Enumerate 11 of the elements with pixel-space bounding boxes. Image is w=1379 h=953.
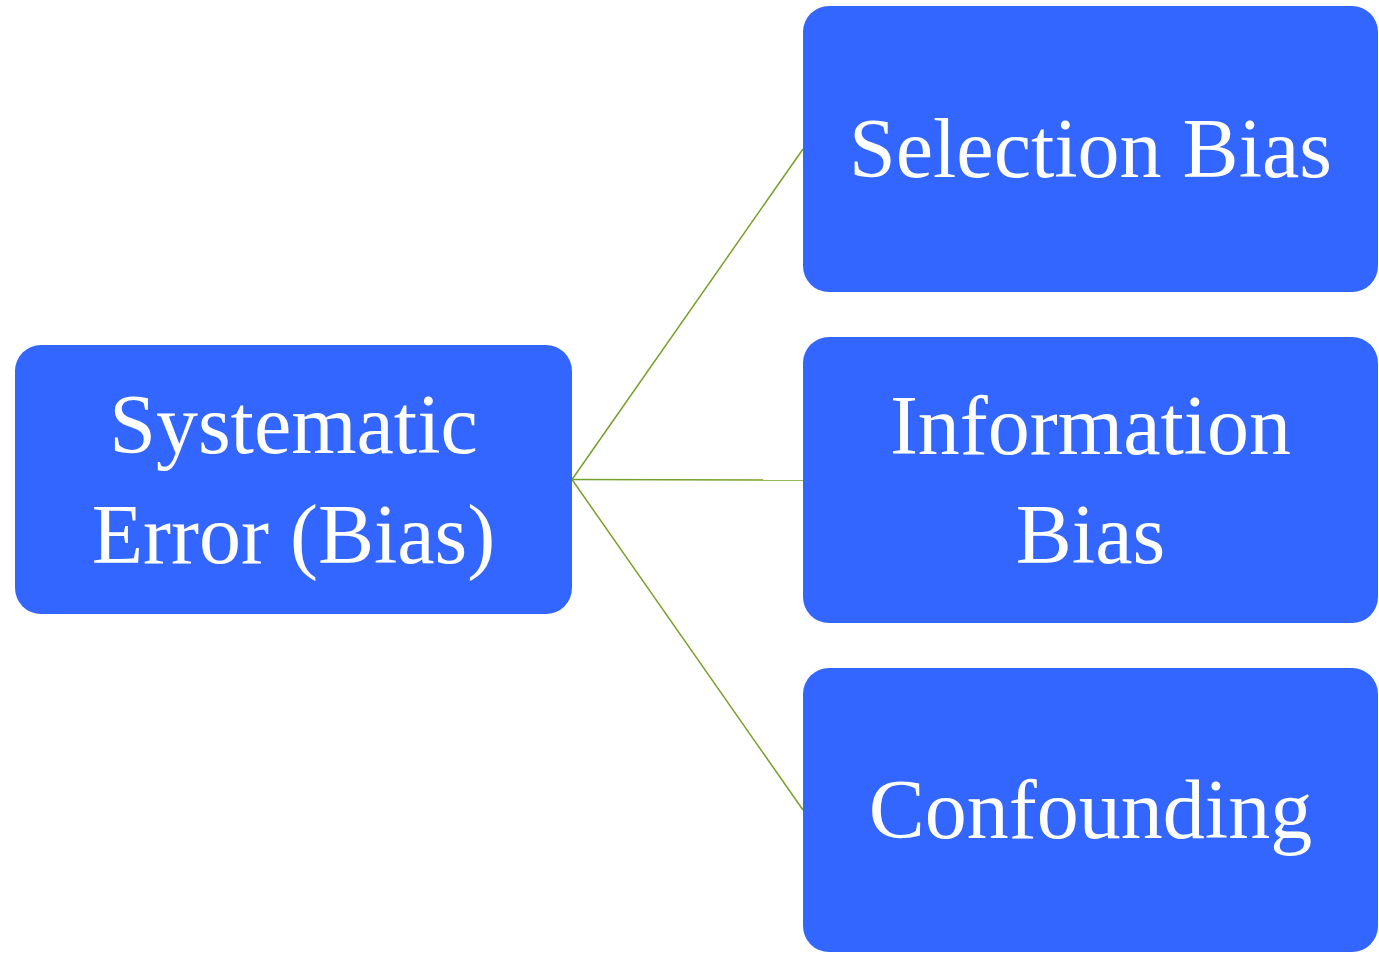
box-label: Selection Bias bbox=[849, 101, 1332, 198]
box-label: Confounding bbox=[868, 762, 1313, 859]
connector-line bbox=[571, 478, 804, 481]
category-box bbox=[15, 345, 572, 614]
category-box bbox=[803, 6, 1378, 292]
box-label: Information Bias bbox=[888, 377, 1293, 583]
connector-line bbox=[571, 478, 804, 811]
connector-line bbox=[571, 148, 804, 481]
category-box bbox=[803, 337, 1378, 623]
box-label: Systematic Error (Bias) bbox=[90, 377, 497, 583]
category-box bbox=[803, 668, 1378, 952]
